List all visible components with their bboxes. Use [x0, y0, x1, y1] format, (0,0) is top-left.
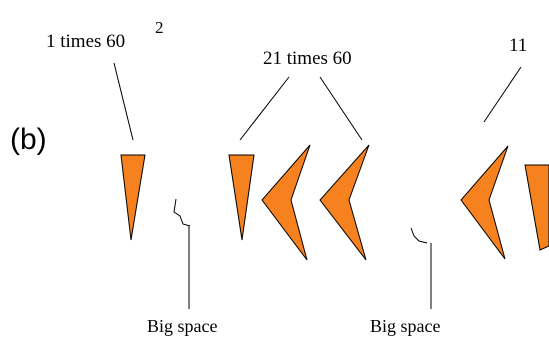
vertical-wedge-2 — [228, 154, 255, 241]
label-twenty-one-times-sixty: 21 times 60 — [263, 48, 352, 69]
leader-line-group3 — [483, 66, 522, 123]
label-one-times-sixty: 1 times 60 — [46, 31, 125, 52]
leader-line-group2-right — [319, 76, 363, 141]
label-exponent: 2 — [155, 18, 164, 37]
panel-label: (b) — [10, 123, 47, 156]
leader-line-group2-left — [239, 76, 290, 141]
chevron-wedge-2 — [319, 144, 370, 261]
chevron-wedge-3 — [460, 145, 509, 260]
big-space-label-2: Big space — [370, 316, 440, 336]
chevron-wedge-1 — [261, 144, 311, 261]
vertical-wedge-1 — [120, 154, 146, 241]
big-space-label-1: Big space — [147, 316, 217, 336]
label-eleven: 11 — [509, 35, 527, 56]
vertical-wedge-3-partial — [524, 164, 549, 251]
leader-line-group1 — [113, 62, 134, 141]
space-squiggle-1 — [173, 198, 191, 227]
space-squiggle-2 — [410, 227, 428, 244]
